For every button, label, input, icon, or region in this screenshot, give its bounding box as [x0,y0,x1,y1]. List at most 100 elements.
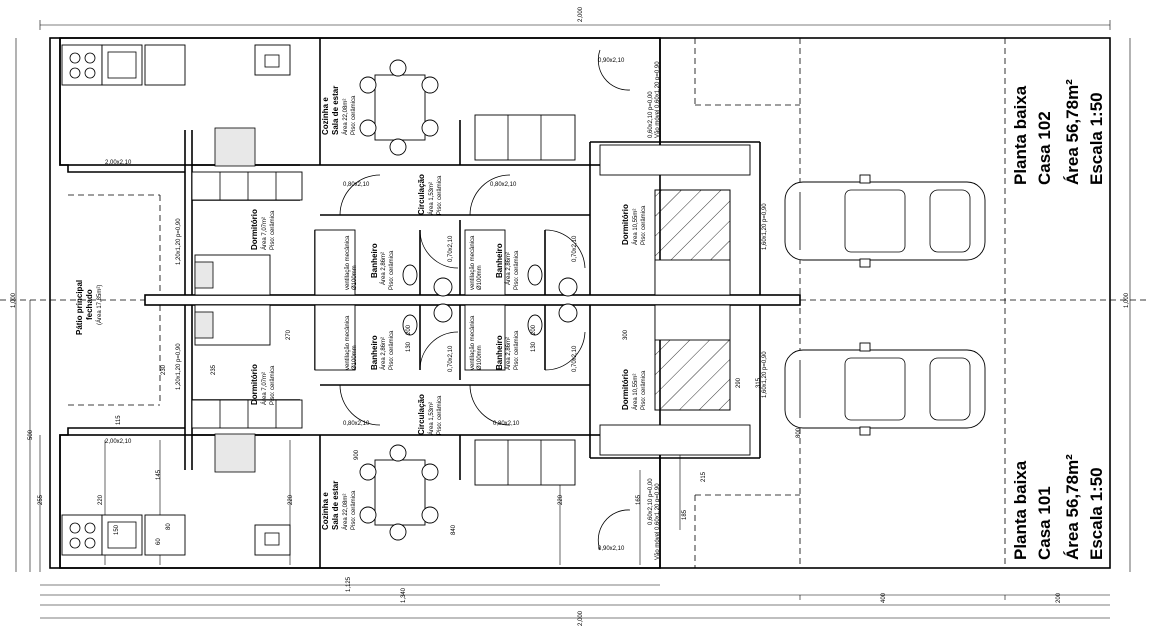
car-bottom [784,342,986,436]
svg-text:Piso: cerâmica: Piso: cerâmica [270,365,276,405]
svg-text:60: 60 [156,538,162,545]
svg-text:Vão móvel 0,60x1,20 p=0,90: Vão móvel 0,60x1,20 p=0,90 [655,483,661,560]
svg-text:ventilação mecânica: ventilação mecânica [470,315,476,370]
svg-text:1,60x1,20 p=0,90: 1,60x1,20 p=0,90 [762,351,768,398]
svg-text:Banheiro: Banheiro [370,335,379,370]
svg-text:200: 200 [531,324,537,335]
svg-text:200: 200 [406,324,412,335]
svg-text:130: 130 [406,341,412,352]
svg-text:0,70x2,10: 0,70x2,10 [572,235,578,262]
furniture-house-102 [61,44,751,297]
svg-text:Área 1,53m²: Área 1,53m² [428,402,435,435]
svg-text:ventilação mecânica: ventilação mecânica [470,235,476,290]
svg-text:145: 145 [156,469,162,480]
title-line-3: Área 56,78m² [1063,79,1082,185]
svg-text:1,340: 1,340 [401,587,407,603]
svg-text:315: 315 [756,377,762,388]
svg-text:1,20x1,20 p=0,90: 1,20x1,20 p=0,90 [176,218,182,265]
dorm1-label: Dormitório [250,209,259,250]
svg-text:1,60x1,20 p=0,90: 1,60x1,20 p=0,90 [762,203,768,250]
svg-text:Casa 101: Casa 101 [1035,486,1054,560]
svg-text:2,00x2,10: 2,00x2,10 [105,160,132,166]
svg-text:500: 500 [28,429,34,440]
svg-text:Área 7,07m²: Área 7,07m² [261,372,268,405]
svg-text:270: 270 [286,329,292,340]
svg-text:(Área 17,85m²): (Área 17,85m²) [96,285,103,325]
svg-text:0,80x2,10: 0,80x2,10 [490,182,517,188]
svg-text:Área 2,86m²: Área 2,86m² [380,337,387,370]
dorm2-label: Dormitório [621,204,630,245]
title-house-101: Planta baixa Casa 101 Área 56,78m² Escal… [1011,454,1106,560]
title-line-1: Planta baixa [1011,85,1030,185]
svg-text:300: 300 [623,329,629,340]
svg-text:Ø100mm: Ø100mm [477,265,483,290]
furniture-house-101 [61,303,751,556]
circulation-label: Circulação [417,174,426,215]
svg-text:Área 2,86m²: Área 2,86m² [380,252,387,285]
svg-text:220: 220 [98,494,104,505]
svg-text:Sala de estar: Sala de estar [331,86,340,135]
house-walls [59,37,801,569]
svg-text:Dormitório: Dormitório [621,369,630,410]
svg-text:Piso: cerâmica: Piso: cerâmica [514,250,520,290]
svg-text:900: 900 [354,449,360,460]
svg-text:0,90x2,10: 0,90x2,10 [598,58,625,64]
svg-text:0,60x2,10 p=0,00: 0,60x2,10 p=0,00 [648,91,654,138]
svg-text:Área 56,78m²: Área 56,78m² [1063,454,1082,560]
svg-text:Piso: cerâmica: Piso: cerâmica [641,370,647,410]
svg-text:Área 2,86m²: Área 2,86m² [505,337,512,370]
svg-text:Banheiro: Banheiro [495,243,504,278]
svg-text:Área 22,08m²: Área 22,08m² [342,494,349,530]
svg-text:255: 255 [38,494,44,505]
svg-text:Piso: cerâmica: Piso: cerâmica [389,330,395,370]
door-swings [339,49,631,551]
svg-text:235: 235 [211,364,217,375]
svg-text:2,00x2,10: 2,00x2,10 [105,439,132,445]
svg-text:Pátio principal: Pátio principal [75,280,84,335]
svg-text:Circulação: Circulação [417,394,426,435]
svg-text:1,20x1,20 p=0,90: 1,20x1,20 p=0,90 [176,343,182,390]
opening-labels: 0,80x2,10 0,80x2,10 0,80x2,10 0,80x2,10 … [105,58,768,560]
svg-text:80: 80 [166,523,172,530]
svg-text:0,80x2,10: 0,80x2,10 [343,182,370,188]
svg-text:Dormitório: Dormitório [250,364,259,405]
svg-text:ventilação mecânica: ventilação mecânica [345,235,351,290]
svg-text:Área 7,07m²: Área 7,07m² [261,217,268,250]
svg-text:ventilação mecânica: ventilação mecânica [345,315,351,370]
svg-text:0,80x2,10: 0,80x2,10 [493,421,520,427]
svg-text:Ø100mm: Ø100mm [352,345,358,370]
svg-text:1,000: 1,000 [11,292,17,308]
title-house-102: Planta baixa Casa 102 Área 56,78m² Escal… [1011,79,1106,185]
svg-text:0,60x2,10 p=0,00: 0,60x2,10 p=0,00 [648,478,654,525]
washbasin-icon [433,277,453,297]
svg-text:215: 215 [701,471,707,482]
svg-text:Escala 1:50: Escala 1:50 [1087,467,1106,560]
svg-text:Piso: cerâmica: Piso: cerâmica [437,175,443,215]
patio-label: Pátio principal fechado (Área 17,85m²) [75,280,103,335]
svg-text:Ø100mm: Ø100mm [352,265,358,290]
svg-text:130: 130 [531,341,537,352]
svg-text:Área 10,55m²: Área 10,55m² [632,209,639,245]
svg-text:115: 115 [116,415,122,425]
svg-text:Piso: cerâmica: Piso: cerâmica [389,250,395,290]
car-top [784,174,986,268]
svg-text:Piso: cerâmica: Piso: cerâmica [270,210,276,250]
svg-text:Banheiro: Banheiro [495,335,504,370]
svg-text:2,000: 2,000 [578,610,584,626]
svg-text:Cozinha e: Cozinha e [321,492,330,530]
svg-text:840: 840 [451,524,457,535]
toilet-icon [402,264,418,286]
sofa [474,114,576,161]
svg-text:Piso: cerâmica: Piso: cerâmica [351,490,357,530]
stove-icon [61,44,103,86]
svg-text:0,70x2,10: 0,70x2,10 [572,345,578,372]
svg-text:Vão móvel 0,60x1,20 p=0,90: Vão móvel 0,60x1,20 p=0,90 [655,61,661,138]
svg-text:Piso: cerâmica: Piso: cerâmica [351,95,357,135]
svg-text:0,70x2,10: 0,70x2,10 [448,235,454,262]
svg-text:Área 2,86m²: Área 2,86m² [505,252,512,285]
labels-house-101: Cozinha e Sala de estar Área 22,08m² Pis… [250,315,647,530]
dimension-text: 2,000 2,000 1,125 1,340 400 200 1,000 1,… [11,6,1130,626]
svg-text:800: 800 [796,427,802,438]
svg-text:165: 165 [636,494,642,505]
